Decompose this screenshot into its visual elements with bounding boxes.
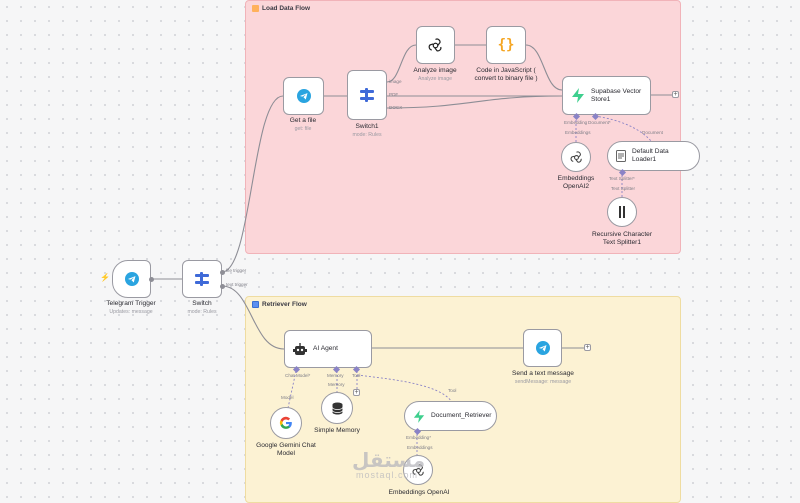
port-label: Text Splitter [611,186,635,191]
port-label: Embeddings [407,445,433,450]
document-icon [616,150,626,162]
node-label: Switch1 [355,123,379,130]
code-javascript-node[interactable]: {} [486,26,526,64]
telegram-icon [124,272,139,286]
load-data-flow-title: Load Data Flow [252,5,310,12]
port-label: Document* [588,120,611,125]
switch1-node[interactable] [347,70,387,120]
port-label: Model [281,395,294,400]
telegram-icon [535,341,550,355]
retriever-flow-group[interactable]: Retriever Flow [245,296,681,503]
port-label: text trigger [226,282,248,287]
supabase-icon [572,88,584,103]
port-label: Memory [327,373,344,378]
simple-memory-node[interactable] [321,392,353,424]
port-label: Memory [328,382,345,387]
node-subtitle: sendMessage: message [514,379,572,385]
node-label: Switch [192,300,212,307]
node-label: Embeddings OpenAI2 [557,175,595,190]
switch-icon [360,88,374,102]
database-icon [331,402,343,414]
node-label: Recursive Character Text Splitter1 [591,231,653,246]
code-braces-icon: {} [497,37,515,53]
recursive-text-splitter-node[interactable] [607,197,637,227]
supabase-icon [413,409,425,423]
port-label: DOCX [389,105,403,110]
output-port[interactable] [149,277,154,282]
node-subtitle: mode: Rules [352,132,382,138]
port-label: Tool [448,388,457,393]
trigger-bolt-icon: ⚡ [100,273,110,282]
google-gemini-node[interactable] [270,407,302,439]
node-label: Google Gemini Chat Model [256,442,316,457]
node-label: Document_Retriever [431,412,492,419]
port-label: PDF [389,92,399,97]
watermark-latin: mostaql.com [355,470,419,480]
output-port[interactable] [220,284,225,289]
sticky-note-icon [252,301,259,308]
node-label: Code in JavaScript ( convert to binary f… [474,67,538,82]
add-node-button[interactable]: + [584,344,591,351]
send-text-message-node[interactable] [523,329,562,367]
openai-icon [570,150,582,163]
node-subtitle: Analyze image [417,76,453,82]
sticky-note-icon [252,5,259,12]
watermark-arabic: مستقل [352,448,426,472]
port-label: Embedding [564,120,588,125]
retriever-flow-title: Retriever Flow [252,301,307,308]
node-label: Send a text message [512,370,574,377]
robot-icon [293,342,307,355]
port-label: Chat Model* [285,373,311,378]
port-label: image [389,79,402,84]
switch-node[interactable] [182,260,222,298]
port-label: Document [642,130,663,135]
node-subtitle: Updates: message [109,309,153,315]
node-label: Default Data Loader1 [632,148,669,163]
embeddings-openai2-node[interactable] [561,142,591,172]
openai-icon [428,37,442,51]
node-label: AI Agent [313,345,338,352]
node-subtitle: get: file [294,126,312,132]
default-data-loader-node[interactable]: Default Data Loader1 [607,141,700,171]
openai-icon [412,463,424,476]
splitter-icon [619,206,625,218]
get-file-node[interactable] [283,77,324,115]
node-label: Telegram Trigger [106,300,156,307]
node-label: Supabase Vector Store1 [591,87,642,103]
watermark: مستقل mostaql.com [352,448,426,480]
google-icon [279,416,292,429]
telegram-trigger-node[interactable] [112,260,151,298]
node-label: Analyze image [413,67,457,74]
port-label: Text Splitter* [609,176,635,181]
node-subtitle: mode: Rules [187,309,217,315]
port-label: Tool [352,373,361,378]
supabase-vector-store-node[interactable]: Supabase Vector Store1 [562,76,651,115]
embeddings-openai-node[interactable] [403,455,433,485]
add-tool-button[interactable]: + [353,389,360,396]
ai-agent-node[interactable]: AI Agent [284,330,372,368]
add-node-button[interactable]: + [672,91,679,98]
port-label: Embedding* [406,435,432,440]
telegram-icon [296,89,311,103]
switch-icon [195,272,209,286]
node-label: Simple Memory [314,427,360,434]
document-retriever-node[interactable]: Document_Retriever [404,401,497,431]
analyze-image-node[interactable] [416,26,455,64]
node-label: Get a file [289,117,317,124]
port-label: file trigger [226,268,247,273]
port-label: Embeddings [565,130,591,135]
node-label: Embeddings OpenAI [388,489,450,496]
output-port[interactable] [220,270,225,275]
